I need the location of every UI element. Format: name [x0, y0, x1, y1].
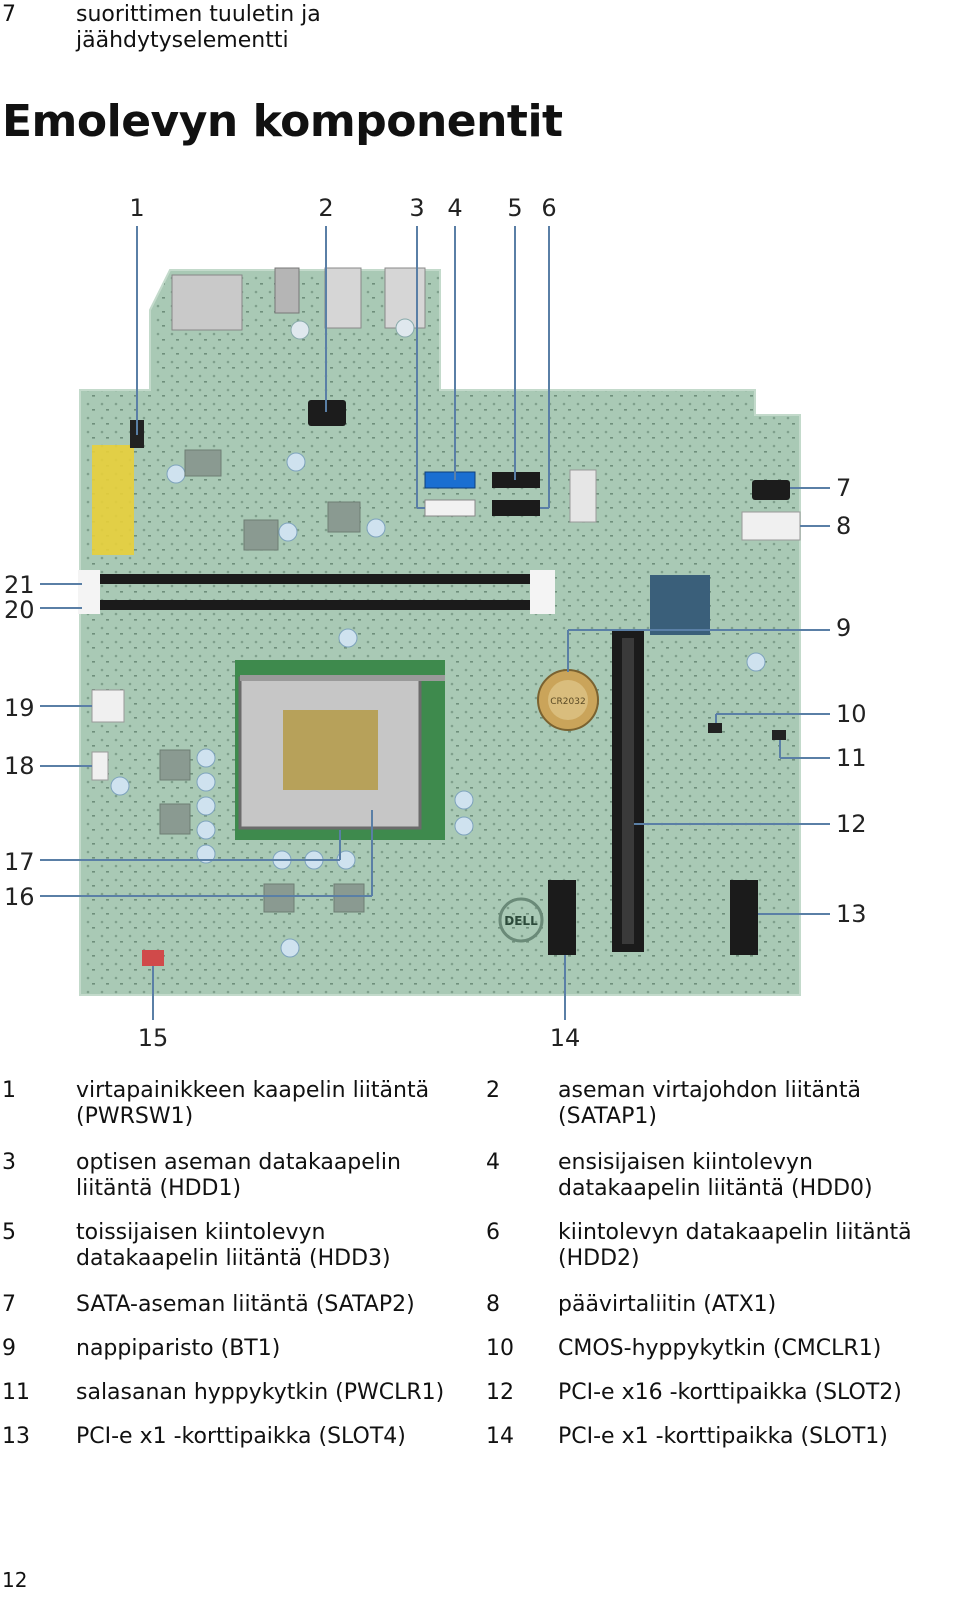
callout-17: 17	[4, 848, 35, 876]
callout-5: 5	[507, 194, 522, 222]
callout-15: 15	[138, 1024, 169, 1050]
callout-16: 16	[4, 883, 35, 911]
legend-text: PCI-e x1 -korttipaikka (SLOT1)	[558, 1424, 888, 1449]
legend-number: 14	[486, 1424, 514, 1449]
motherboard-figure: CR2032 DELL	[0, 190, 960, 1052]
callout-leaders	[40, 226, 830, 1020]
legend-number: 2	[486, 1078, 500, 1103]
legend-number: 7	[2, 1292, 16, 1317]
callout-1: 1	[129, 194, 144, 222]
legend-number: 8	[486, 1292, 500, 1317]
legend-number: 13	[2, 1424, 30, 1449]
callout-14: 14	[550, 1024, 581, 1050]
callout-4: 4	[447, 194, 462, 222]
pwclr1-jumper	[772, 730, 786, 740]
legend-number: 6	[486, 1220, 500, 1245]
callout-20: 20	[4, 596, 35, 624]
battery-label: CR2032	[550, 697, 585, 707]
chips	[159, 449, 365, 913]
legend-text: päävirtaliitin (ATX1)	[558, 1292, 777, 1317]
callout-9: 9	[836, 614, 851, 642]
callout-11: 11	[836, 744, 867, 772]
callout-6: 6	[541, 194, 556, 222]
section-title: Emolevyn komponentit	[2, 96, 563, 147]
io-port-audio	[274, 267, 300, 314]
cpu-socket-pins	[283, 710, 378, 790]
cmclr1-jumper	[708, 723, 722, 733]
legend-number: 9	[2, 1336, 16, 1361]
legend-text: aseman virtajohdon liitäntä	[558, 1078, 861, 1103]
callout-2: 2	[318, 194, 333, 222]
callout-7: 7	[836, 474, 851, 502]
pcie-x16-inner	[622, 638, 634, 944]
legend-text: (PWRSW1)	[76, 1104, 194, 1129]
top-item-text-line1: suorittimen tuuletin ja	[76, 2, 321, 27]
legend-text: PCI-e x16 -korttipaikka (SLOT2)	[558, 1380, 902, 1405]
dell-logo-mark	[498, 897, 544, 943]
callout-19: 19	[4, 694, 35, 722]
io-port-usb-1	[324, 267, 362, 329]
legend-text: optisen aseman datakaapelin	[76, 1150, 401, 1175]
dimm-slot-1	[80, 574, 555, 584]
io-cap	[395, 318, 415, 338]
legend-text: (SATAP1)	[558, 1104, 657, 1129]
callout-21: 21	[4, 571, 35, 599]
cpu-fan-header	[91, 751, 109, 781]
legend-number: 3	[2, 1150, 16, 1175]
m2-slot	[569, 469, 597, 523]
sticker-area	[92, 445, 134, 555]
legend-text: kiintolevyn datakaapelin liitäntä	[558, 1220, 912, 1245]
legend-number: 11	[2, 1380, 30, 1405]
hdd0-connector	[424, 471, 476, 489]
chipset	[650, 575, 710, 635]
legend-text: liitäntä (HDD1)	[76, 1176, 242, 1201]
callout-8: 8	[836, 512, 851, 540]
legend-text: datakaapelin liitäntä (HDD3)	[76, 1246, 391, 1271]
front-fan-header	[142, 950, 164, 966]
motherboard-diagram: CR2032 DELL	[4, 194, 867, 1052]
dimm-latch	[78, 570, 100, 614]
callout-10: 10	[836, 700, 867, 728]
satap1-connector	[308, 400, 346, 426]
hdd2-connector	[492, 500, 540, 516]
capacitors	[110, 452, 766, 958]
legend-text: ensisijaisen kiintolevyn	[558, 1150, 813, 1175]
legend-text: (HDD2)	[558, 1246, 640, 1271]
io-cap	[290, 320, 310, 340]
legend-text: salasanan hyppykytkin (PWCLR1)	[76, 1380, 445, 1405]
legend-text: CMOS-hyppykytkin (CMCLR1)	[558, 1336, 882, 1361]
legend-text: SATA-aseman liitäntä (SATAP2)	[76, 1292, 415, 1317]
dimm-slot-2	[80, 600, 555, 610]
pcie-x1-slot-1	[548, 880, 576, 955]
legend-number: 5	[2, 1220, 16, 1245]
legend-number: 10	[486, 1336, 514, 1361]
legend-number: 4	[486, 1150, 500, 1175]
callout-13: 13	[836, 900, 867, 928]
callout-numbers: 1 2 3 4 5 6 7 8 9 10 11 12 13 14 15 16 1…	[4, 194, 867, 1052]
legend-text: toissijaisen kiintolevyn	[76, 1220, 326, 1245]
hdd1-connector	[424, 499, 476, 517]
pcie-x1-slot-4	[730, 880, 758, 955]
legend-number: 1	[2, 1078, 16, 1103]
atx12v-connector	[91, 689, 125, 723]
top-item-text-line2: jäähdytyselementti	[76, 28, 289, 53]
legend-text: virtapainikkeen kaapelin liitäntä	[76, 1078, 430, 1103]
legend-text: nappiparisto (BT1)	[76, 1336, 281, 1361]
callout-12: 12	[836, 810, 867, 838]
top-item-number: 7	[2, 2, 16, 27]
dimm-latch	[530, 570, 555, 614]
legend-number: 12	[486, 1380, 514, 1405]
dell-logo-text: DELL	[504, 914, 538, 928]
io-port-usb-2	[384, 267, 426, 329]
legend-text: PCI-e x1 -korttipaikka (SLOT4)	[76, 1424, 406, 1449]
page-number: 12	[2, 1568, 28, 1592]
callout-18: 18	[4, 752, 35, 780]
coin-battery-face	[548, 680, 588, 720]
satap2-connector	[752, 480, 790, 500]
io-port-sd	[171, 274, 243, 331]
callout-3: 3	[409, 194, 424, 222]
atx1-connector	[741, 511, 801, 541]
legend-text: datakaapelin liitäntä (HDD0)	[558, 1176, 873, 1201]
